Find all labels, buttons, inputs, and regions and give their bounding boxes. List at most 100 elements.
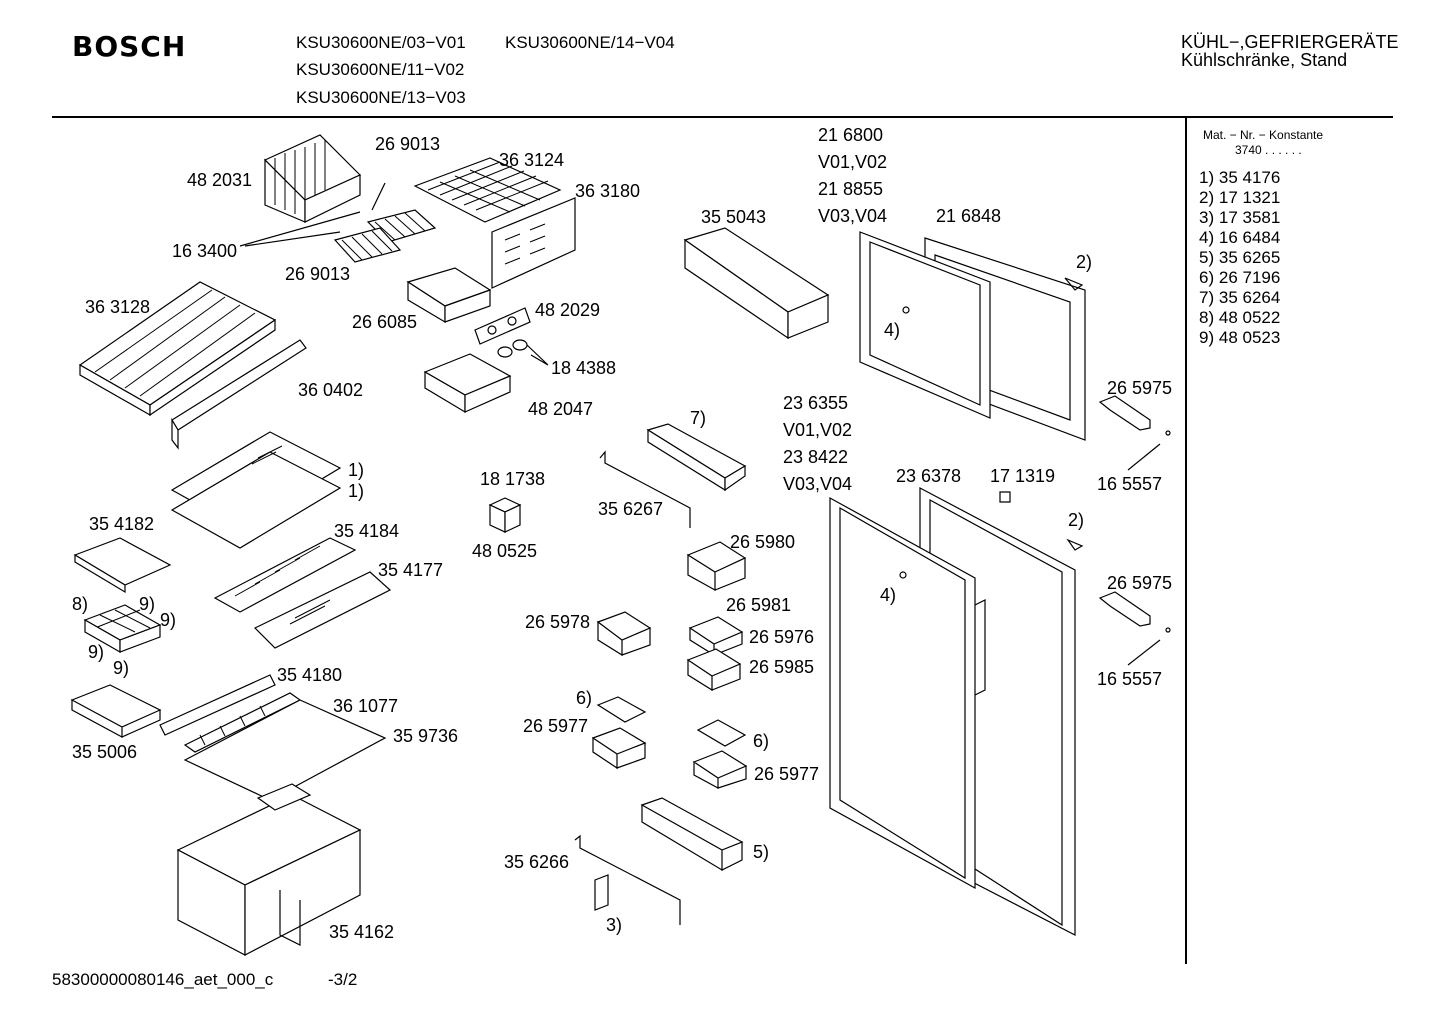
part-label: 36 3180 — [575, 181, 641, 201]
list-item: 7) 35 6264 — [1199, 288, 1281, 307]
part-label: 35 5006 — [72, 742, 138, 762]
list-item: 8) 48 0522 — [1199, 308, 1281, 327]
model-number: KSU30600NE/11−V02 — [296, 60, 465, 79]
basket-shelf-part — [80, 282, 275, 415]
reference-label: 6) — [753, 731, 770, 751]
variant-label: V01,V02 — [783, 420, 853, 440]
small-shelf-part — [75, 538, 170, 592]
sidebar-constant: 3740 . . . . . . — [1235, 143, 1302, 157]
page-number: -3/2 — [328, 970, 358, 989]
part-label: 35 6266 — [504, 852, 570, 872]
reference-label: 6) — [576, 688, 593, 708]
support-rod-part — [575, 836, 680, 925]
door-bin-part — [600, 424, 745, 528]
crisper-cover-part — [160, 675, 385, 800]
model-number: KSU30600NE/13−V03 — [296, 88, 466, 107]
crisper-drawer-part — [178, 784, 360, 955]
glass-shelf-part — [172, 432, 340, 548]
drawer-part — [425, 354, 510, 412]
part-label: 36 3124 — [499, 150, 565, 170]
part-label: 36 1077 — [333, 696, 399, 716]
part-label: 16 5557 — [1097, 474, 1163, 494]
reference-label: 5) — [753, 842, 770, 862]
part-label: 16 5557 — [1097, 669, 1163, 689]
part-label: 26 5975 — [1107, 573, 1173, 593]
part-label: 23 6378 — [896, 466, 962, 486]
door-handle-part — [1100, 396, 1170, 470]
list-item: 4) 16 6484 — [1199, 228, 1281, 247]
freezer-door-part — [860, 232, 1085, 440]
part-label: 26 6085 — [352, 312, 418, 332]
reference-label: 1) — [348, 481, 365, 501]
part-label: 21 6848 — [936, 206, 1002, 226]
reference-label: 9) — [139, 594, 156, 614]
part-label: 48 2029 — [535, 300, 601, 320]
variant-label: V03,V04 — [818, 206, 888, 226]
panel-part — [492, 198, 575, 288]
part-label: 26 5985 — [749, 657, 815, 677]
part-label: 26 9013 — [375, 134, 441, 154]
list-item: 6) 26 7196 — [1199, 268, 1281, 287]
part-label: 21 6800 — [818, 125, 884, 145]
reference-label: 9) — [113, 658, 130, 678]
variant-label: V01,V02 — [818, 152, 888, 172]
part-label: 26 5975 — [1107, 378, 1173, 398]
tray-holder-part — [408, 268, 490, 322]
ice-tray-part — [240, 183, 435, 262]
part-label: 26 5978 — [525, 612, 591, 632]
list-item: 2) 17 1321 — [1199, 188, 1281, 207]
list-item: 3) 17 3581 — [1199, 208, 1281, 227]
reference-label: 9) — [88, 642, 105, 662]
fridge-door-part — [830, 488, 1082, 935]
list-item: 9) 48 0523 — [1199, 328, 1281, 347]
reference-label: 4) — [884, 320, 901, 340]
part-label: 35 9736 — [393, 726, 459, 746]
document-code: 58300000080146_aet_000_c — [52, 970, 274, 989]
reference-label: 7) — [690, 408, 707, 428]
part-label: 26 5976 — [749, 627, 815, 647]
model-number: KSU30600NE/03−V01 — [296, 33, 466, 52]
egg-divider-part — [85, 605, 160, 652]
door-bin-part — [642, 542, 746, 870]
freezer-shelf-cover-part — [265, 135, 360, 222]
part-label: 35 4182 — [89, 514, 155, 534]
door-shelf-part — [685, 228, 828, 338]
part-label: 36 3128 — [85, 297, 151, 317]
part-label: 35 4184 — [334, 521, 400, 541]
list-item: 1) 35 4176 — [1199, 168, 1281, 187]
header-divider — [52, 116, 1393, 118]
list-item: 5) 35 6265 — [1199, 248, 1281, 267]
part-label: 48 0525 — [472, 541, 538, 561]
reference-label: 4) — [880, 585, 897, 605]
part-label: 18 1738 — [480, 469, 546, 489]
part-label: 21 8855 — [818, 179, 884, 199]
part-label: 16 3400 — [172, 241, 238, 261]
part-label: 17 1319 — [990, 466, 1056, 486]
part-label: 35 4177 — [378, 560, 444, 580]
constant-parts-list: 1) 35 4176 2) 17 1321 3) 17 3581 4) 16 6… — [1199, 168, 1280, 348]
reference-label: 9) — [160, 610, 177, 630]
sidebar-heading: Mat. − Nr. − Konstante — [1203, 128, 1324, 142]
grid-shelf-part — [415, 158, 560, 222]
reference-label: 3) — [606, 915, 623, 935]
category-subtitle: Kühlschränke, Stand — [1181, 50, 1348, 70]
knob-part — [498, 340, 548, 365]
part-label: 35 5043 — [701, 207, 767, 227]
tray-part — [72, 685, 160, 737]
model-number: KSU30600NE/14−V04 — [505, 33, 675, 52]
door-handle-part — [1100, 592, 1170, 665]
reference-label: 1) — [348, 460, 365, 480]
part-label: 23 6355 — [783, 393, 849, 413]
part-label: 26 5981 — [726, 595, 792, 615]
part-label: 26 5980 — [730, 532, 796, 552]
sidebar-divider — [1185, 118, 1187, 964]
part-label: 36 0402 — [298, 380, 364, 400]
part-label: 26 9013 — [285, 264, 351, 284]
part-label: 18 4388 — [551, 358, 617, 378]
trim-strip-part — [172, 340, 306, 448]
part-label: 26 5977 — [523, 716, 589, 736]
reference-label: 2) — [1076, 252, 1093, 272]
clip-part — [490, 498, 520, 532]
